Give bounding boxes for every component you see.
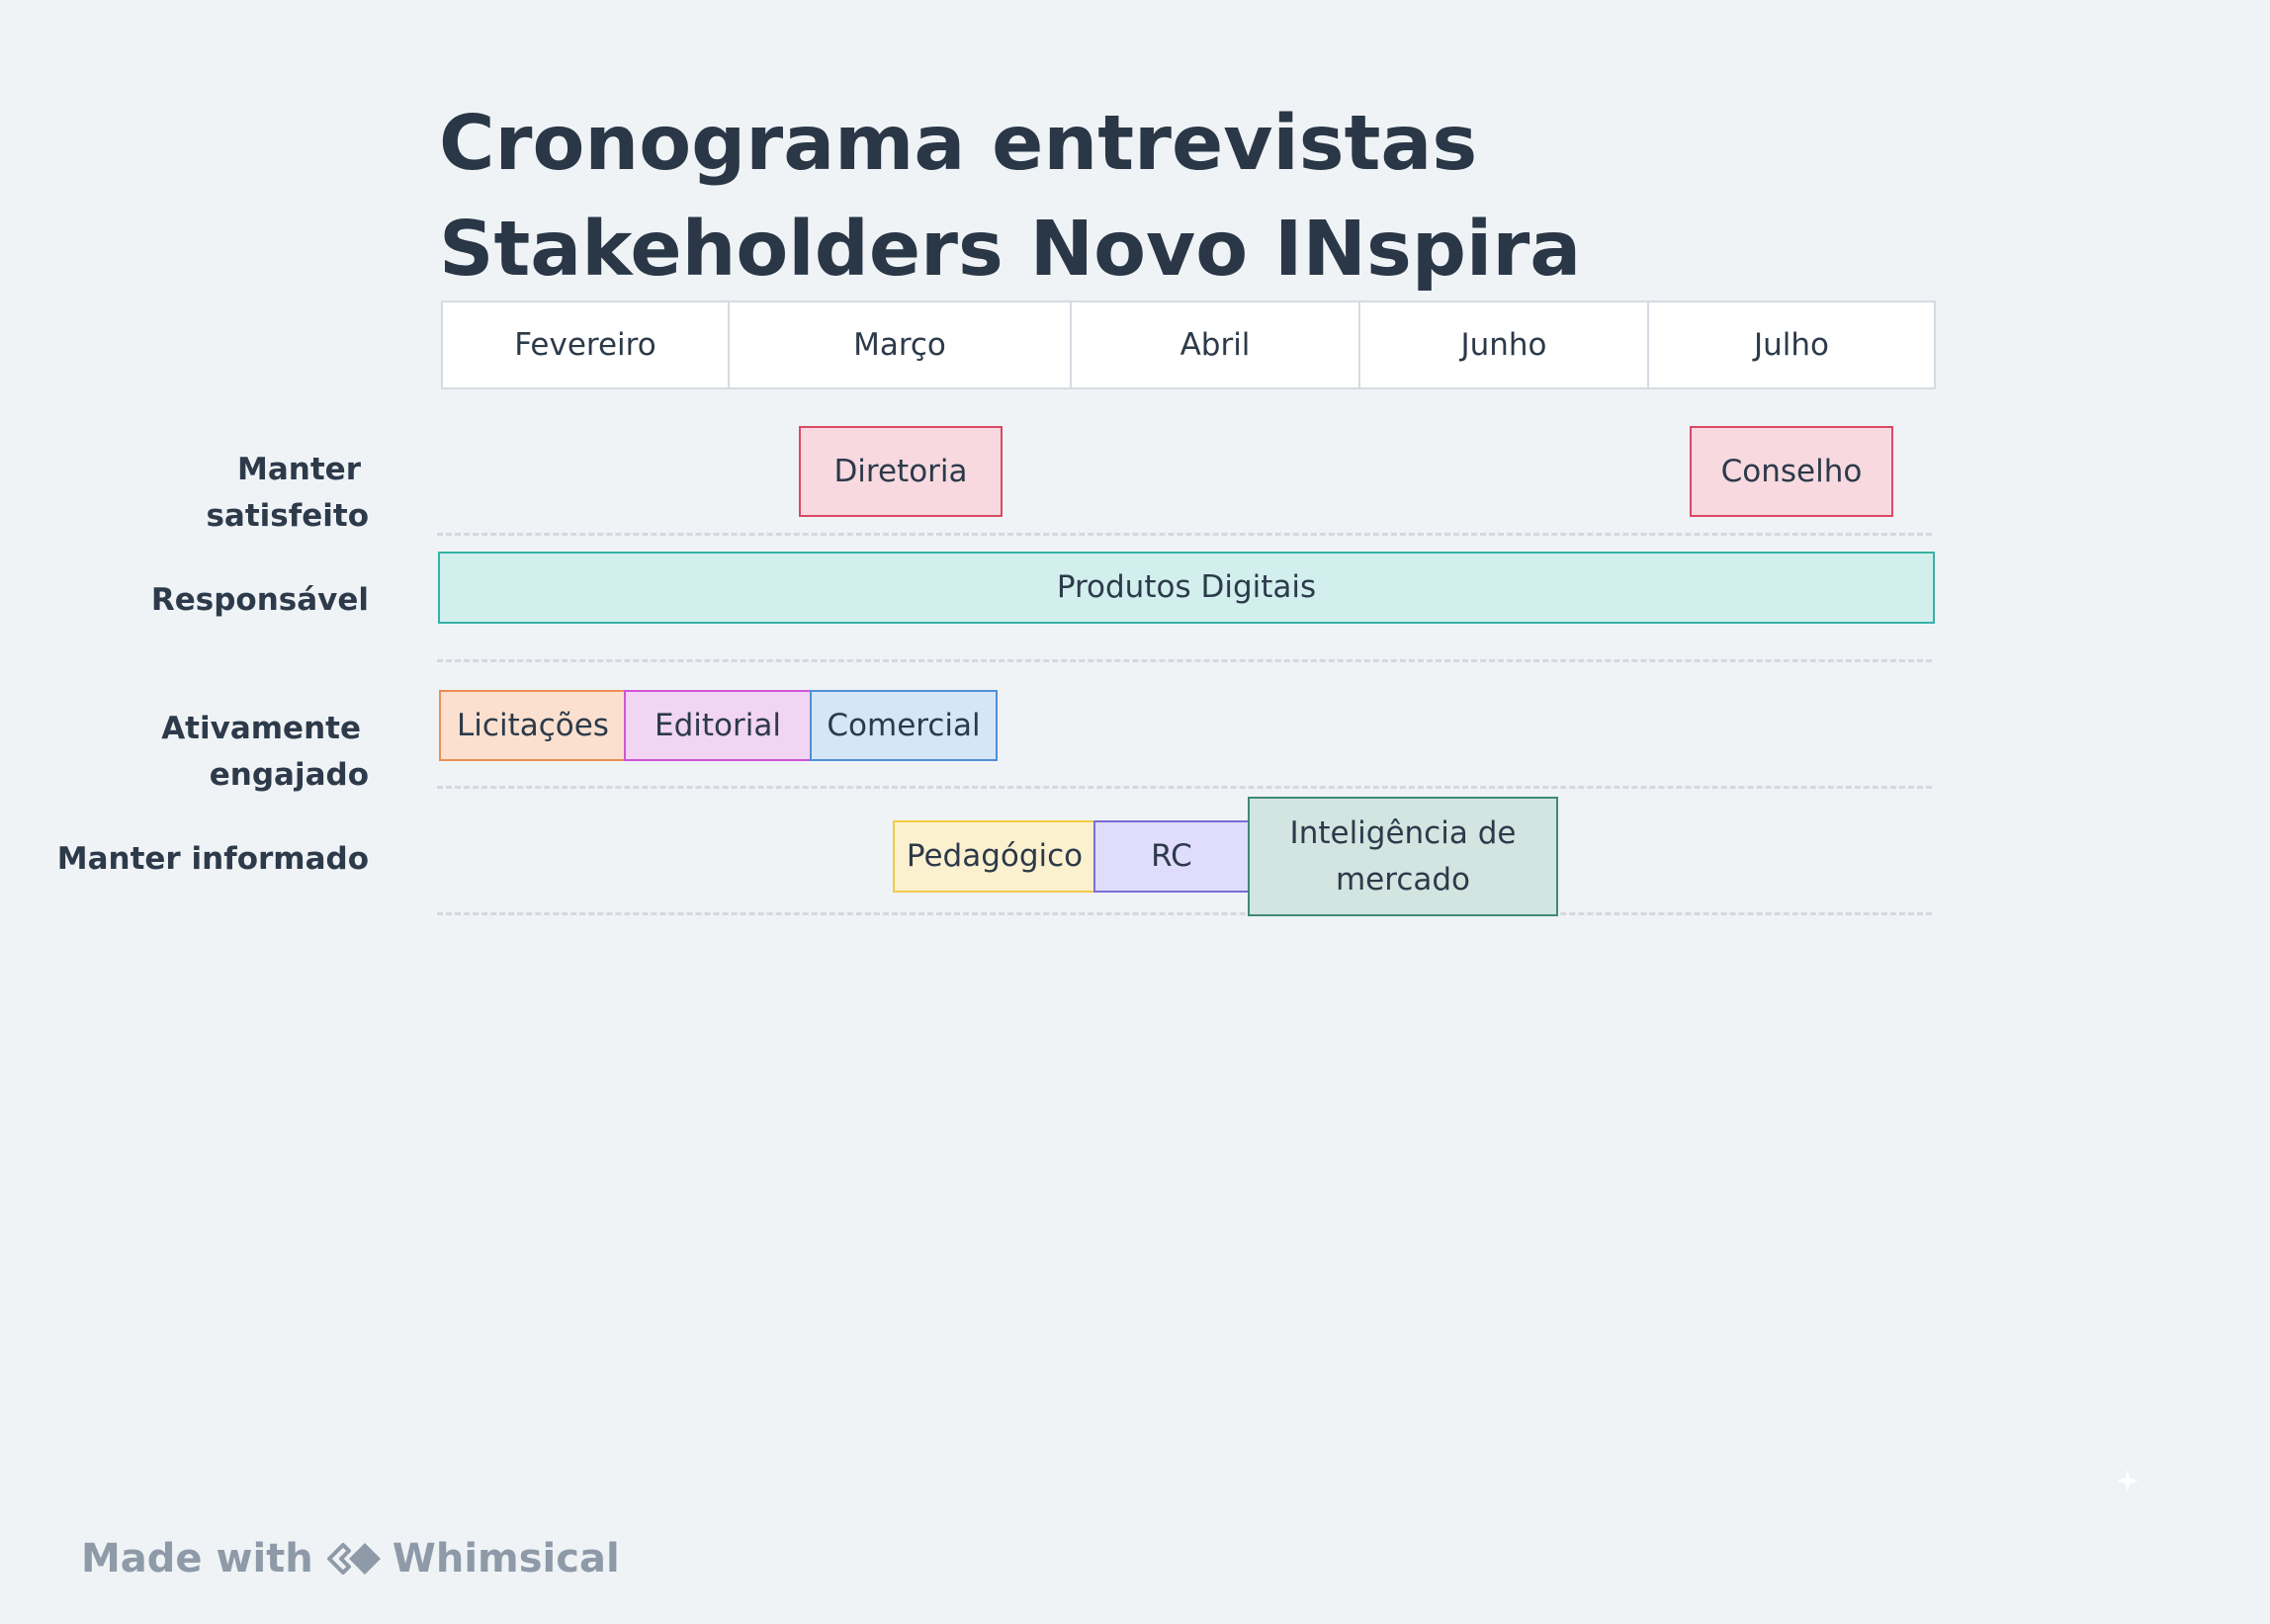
stakeholder-box-diretoria[interactable]: Diretoria xyxy=(799,426,1003,517)
stakeholder-box-editorial[interactable]: Editorial xyxy=(624,690,812,761)
row-label-line: Manter informado xyxy=(56,841,369,877)
row-label-manter-satisfeito: Manter satisfeito xyxy=(206,447,369,540)
box-label-line: mercado xyxy=(1335,861,1471,897)
row-divider xyxy=(437,659,1932,662)
row-divider xyxy=(437,786,1932,789)
stakeholder-box-conselho[interactable]: Conselho xyxy=(1690,426,1893,517)
row-label-line: satisfeito xyxy=(206,498,369,534)
row-label-ativamente-engajado: Ativamente engajado xyxy=(161,706,369,799)
box-label-line: Inteligência de xyxy=(1289,814,1517,851)
stakeholder-box-inteligencia-de-mercado[interactable]: Inteligência de mercado xyxy=(1248,797,1558,916)
made-with-text: Made with xyxy=(81,1536,313,1581)
whimsical-footer[interactable]: Made with Whimsical xyxy=(81,1534,620,1583)
whimsical-logo-icon xyxy=(326,1543,381,1575)
row-divider xyxy=(437,533,1932,536)
row-label-responsavel: Responsável xyxy=(151,577,369,624)
month-header-fevereiro: Fevereiro xyxy=(441,300,730,389)
month-header-junho: Junho xyxy=(1358,300,1649,389)
stakeholder-box-rc[interactable]: RC xyxy=(1093,820,1250,893)
stakeholder-box-licitacoes[interactable]: Licitações xyxy=(439,690,627,761)
row-label-manter-informado: Manter informado xyxy=(57,836,369,883)
stakeholder-box-comercial[interactable]: Comercial xyxy=(810,690,998,761)
sparkle-icon xyxy=(2117,1469,2139,1493)
page-title: Cronograma entrevistas Stakeholders Novo… xyxy=(439,91,1823,302)
title-line-2: Stakeholders Novo INspira xyxy=(439,206,1582,294)
row-label-line: engajado xyxy=(209,757,369,793)
row-label-line: Manter xyxy=(237,452,361,487)
row-label-line: Ativamente xyxy=(161,711,361,746)
stakeholder-box-pedagogico[interactable]: Pedagógico xyxy=(893,820,1096,893)
month-header-julho: Julho xyxy=(1647,300,1936,389)
row-label-line: Responsável xyxy=(150,582,369,618)
whimsical-brand-text: Whimsical xyxy=(392,1536,620,1581)
month-header-marco: Março xyxy=(728,300,1072,389)
month-header-abril: Abril xyxy=(1070,300,1360,389)
title-line-1: Cronograma entrevistas xyxy=(439,100,1478,188)
stakeholder-box-produtos-digitais[interactable]: Produtos Digitais xyxy=(438,552,1935,624)
row-divider xyxy=(437,912,1932,915)
